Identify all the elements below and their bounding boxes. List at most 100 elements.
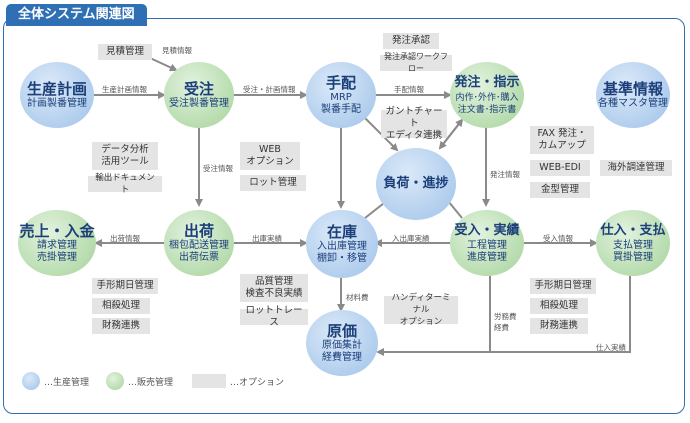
node-genka-title: 原価 [326, 322, 357, 340]
node-seisan-title: 生産計画 [26, 80, 87, 98]
node-hacchu-shiji: 発注・指示 内作･外作･購入 注文書･指示書 [450, 62, 524, 128]
opt-zaimu-left: 財務連携 [92, 318, 150, 334]
opt-zaimu-right: 財務連携 [530, 318, 588, 334]
opt-hacchu-shonin: 発注承認 [383, 33, 439, 49]
opt-hinshitsu-1: 品質管理 [254, 276, 293, 287]
legend-option-swatch [192, 374, 226, 388]
opt-handy-2: オプション [399, 317, 443, 327]
label-ukeire-info: 受入情報 [543, 234, 573, 243]
opt-sousai-right: 相殺処理 [530, 298, 588, 314]
opt-web-1: WEB [259, 144, 281, 155]
node-hacchu-sub1: 内作･外作･購入 [455, 93, 519, 103]
opt-hinshitsu-2: 検査不良実績 [245, 288, 303, 299]
label-juchu-info: 受注情報 [203, 164, 233, 173]
diagram-frame [3, 18, 685, 414]
legend-seisan-swatch [22, 372, 40, 390]
node-shiire-title: 仕入・支払 [600, 223, 666, 238]
opt-web-2: オプション [246, 156, 294, 167]
arrow-mitsumori-juchu [149, 57, 178, 72]
opt-tegata-left: 手形期日管理 [92, 278, 158, 294]
opt-lot: ロット管理 [240, 175, 306, 191]
node-shiire-sub1: 支払管理 [613, 240, 653, 251]
node-shukka: 出荷 梱包配送管理 出荷伝票 [164, 210, 234, 276]
label-shukko-jisseki: 出庫実績 [252, 234, 282, 243]
node-tehai-title: 手配 [325, 74, 356, 92]
opt-data-bunseki-1: データ分析 [101, 144, 149, 155]
opt-handy: ハンディターミナル オプション [384, 293, 458, 327]
opt-fax: FAX 発注・ カムアップ [530, 126, 594, 154]
diagram-title: 全体システム関連図 [6, 4, 147, 26]
label-roumu: 労務費 [494, 312, 517, 321]
node-hacchu-sub2: 注文書･指示書 [457, 105, 517, 115]
node-genka: 原価 原価集計 経費管理 [306, 310, 378, 376]
legend-option-label: …オプション [230, 377, 285, 388]
node-zaiko: 在庫 入出庫管理 棚卸・移管 [306, 210, 378, 278]
node-tehai-sub2: 製番手配 [321, 104, 361, 115]
label-keihi: 経費 [494, 323, 509, 332]
node-shukka-sub2: 出荷伝票 [179, 252, 219, 263]
label-tehai-info: 手配情報 [394, 85, 424, 94]
label-juchu-keikaku: 受注・計画情報 [243, 85, 296, 94]
node-genka-sub2: 経費管理 [322, 352, 362, 363]
node-kijun-title: 基準情報 [602, 80, 663, 98]
node-ukeire-title: 受入・実績 [454, 223, 520, 238]
node-uriage-title: 売上・入金 [19, 222, 95, 240]
node-zaiko-sub1: 入出庫管理 [317, 241, 367, 252]
node-ukeire-sub1: 工程管理 [467, 240, 507, 251]
node-juchu-title: 受注 [183, 80, 214, 98]
node-fuka-shinchoku: 負荷・進捗 [376, 148, 456, 220]
node-tehai-sub1: MRP [330, 92, 352, 103]
legend-seisan: …生産管理 [22, 372, 89, 390]
arrow-shiire-genka [490, 276, 631, 353]
node-shiire-sub2: 買掛管理 [613, 252, 653, 263]
opt-fax-1: FAX 発注・ [537, 128, 587, 139]
arrow-fuka-hacchu [439, 118, 464, 149]
opt-hinshitsu: 品質管理 検査不良実績 [240, 274, 308, 302]
opt-workflow: 発注承認ワークフロー [380, 52, 452, 73]
opt-gantt-1: ガントチャート [385, 106, 443, 129]
label-seisan-info: 生産計画情報 [102, 85, 147, 94]
node-shukka-sub1: 梱包配送管理 [169, 240, 229, 251]
node-genka-sub1: 原価集計 [322, 340, 362, 351]
node-uriage-sub1: 請求管理 [37, 240, 77, 251]
opt-kaigai: 海外調達管理 [600, 160, 672, 176]
opt-web: WEB オプション [240, 142, 300, 170]
opt-tegata-right: 手形期日管理 [530, 278, 596, 294]
label-shukka-info: 出荷情報 [110, 234, 140, 243]
node-shiire-shiharai: 仕入・支払 支払管理 買掛管理 [596, 210, 670, 276]
node-juchu: 受注 受注製番管理 [164, 62, 234, 128]
opt-gantt: ガントチャート エディタ連携 [381, 106, 447, 141]
node-uriage-nyukin: 売上・入金 請求管理 売掛管理 [18, 210, 96, 276]
opt-data-bunseki: データ分析 活用ツール [92, 142, 158, 170]
legend-hanbai-label: …販売管理 [128, 377, 174, 388]
label-mitsumori-info: 見積情報 [162, 46, 192, 55]
label-zairyo: 材料費 [346, 293, 369, 302]
node-seisan-keikaku: 生産計画 計画製番管理 [20, 62, 94, 128]
node-zaiko-title: 在庫 [326, 223, 357, 241]
opt-mitsumori: 見積管理 [98, 44, 152, 60]
label-shiire-jisseki: 仕入実績 [596, 343, 626, 352]
node-uriage-sub2: 売掛管理 [37, 252, 77, 263]
opt-fax-2: カムアップ [538, 140, 586, 151]
node-ukeire-jisseki: 受入・実績 工程管理 進度管理 [450, 210, 524, 276]
node-fuka-title: 負荷・進捗 [383, 176, 449, 191]
node-kijun-joho: 基準情報 各種マスタ管理 [596, 62, 670, 128]
opt-sousai-left: 相殺処理 [92, 298, 150, 314]
node-seisan-sub: 計画製番管理 [27, 98, 87, 109]
node-tehai: 手配 MRP 製番手配 [306, 62, 376, 128]
node-juchu-sub: 受注製番管理 [169, 98, 229, 109]
opt-excel: 輸出ドキュメント [88, 173, 162, 195]
opt-gantt-2: エディタ連携 [385, 130, 443, 141]
opt-data-bunseki-2: 活用ツール [101, 156, 149, 167]
opt-lot-trace: ロットトレース [240, 305, 308, 328]
node-shukka-title: 出荷 [183, 222, 214, 240]
opt-kanagata: 金型管理 [530, 182, 590, 198]
legend-hanbai: …販売管理 [106, 372, 173, 390]
label-hacchu-info: 発注情報 [490, 170, 520, 179]
legend-hanbai-swatch [106, 372, 124, 390]
node-hacchu-title: 発注・指示 [454, 75, 520, 90]
opt-handy-1: ハンディターミナル [391, 293, 451, 315]
node-ukeire-sub2: 進度管理 [467, 252, 507, 263]
node-kijun-sub: 各種マスタ管理 [598, 98, 668, 109]
legend-option: …オプション [192, 374, 284, 388]
